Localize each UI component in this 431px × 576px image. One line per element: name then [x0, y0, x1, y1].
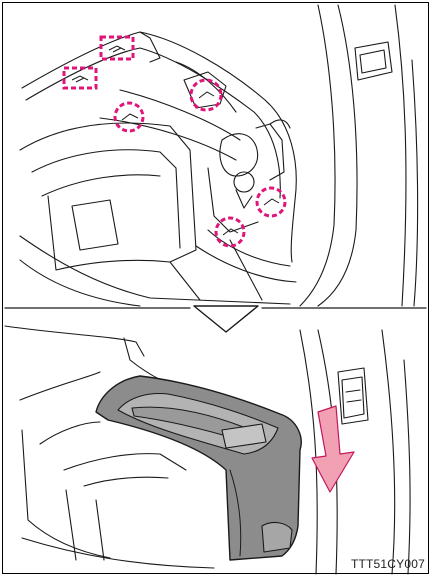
push-down-arrow-icon: [312, 406, 354, 492]
claw-marker-2-icon: [191, 80, 221, 110]
top-panel-linework: [20, 5, 418, 306]
claw-marker-3-icon: [257, 188, 285, 216]
figure-code: TTT51CY007: [351, 557, 425, 571]
step-separator: [5, 306, 426, 332]
claw-marker-1-icon: [115, 103, 143, 131]
step-arrow-icon: [194, 306, 258, 332]
cover-part: [96, 376, 301, 560]
